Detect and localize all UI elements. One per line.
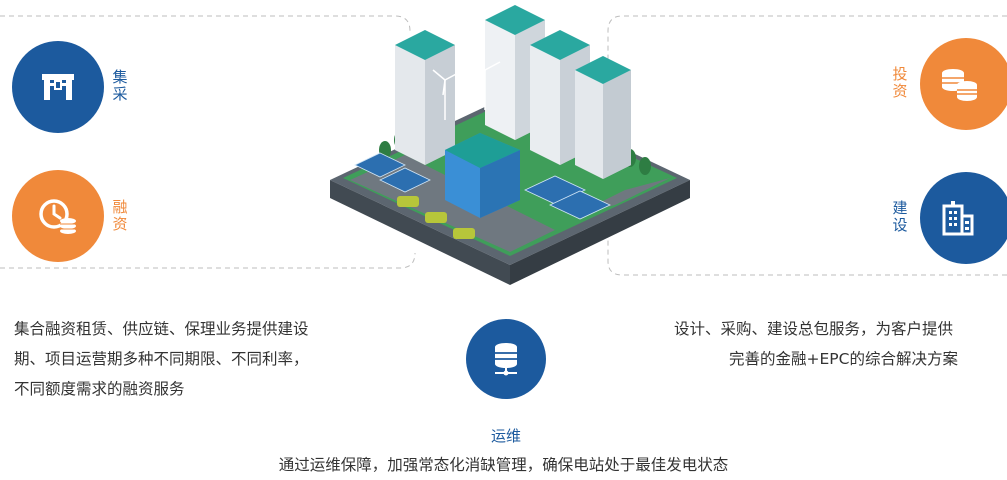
clock-coins-icon [39, 199, 76, 234]
right-description: 设计、采购、建设总包服务，为客户提供 完善的金融+EPC的综合解决方案 [620, 314, 1007, 374]
database-network-icon [495, 343, 517, 376]
ops-label: 运维 [490, 427, 521, 445]
smart-energy-city-illustration [330, 5, 690, 285]
left-description-line: 集合融资租赁、供应链、保理业务提供建设 [14, 320, 309, 338]
truss-icon [42, 74, 74, 100]
left-description: 集合融资租赁、供应链、保理业务提供建设 期、项目运营期多种不同期限、不同利率， … [14, 314, 414, 404]
finance-label: 融资 [112, 198, 128, 233]
building-icon [942, 201, 974, 236]
invest-label: 投资 [892, 65, 908, 100]
left-description-line: 期、项目运营期多种不同期限、不同利率， [14, 350, 309, 368]
ops-circle [466, 319, 546, 399]
finance-circle [12, 170, 104, 262]
right-description-line: 完善的金融+EPC的综合解决方案 [729, 350, 958, 368]
left-description-line: 不同额度需求的融资服务 [14, 380, 185, 398]
build-circle [920, 172, 1007, 264]
ops-description: 通过运维保障，加强常态化消缺管理，确保电站处于最佳发电状态 [278, 456, 729, 474]
coin-stack-icon [942, 69, 977, 101]
build-label: 建设 [892, 199, 908, 234]
invest-circle [920, 38, 1007, 130]
collect-circle [12, 41, 104, 133]
collect-label: 集采 [112, 68, 128, 103]
right-description-line: 设计、采购、建设总包服务，为客户提供 [673, 320, 953, 338]
